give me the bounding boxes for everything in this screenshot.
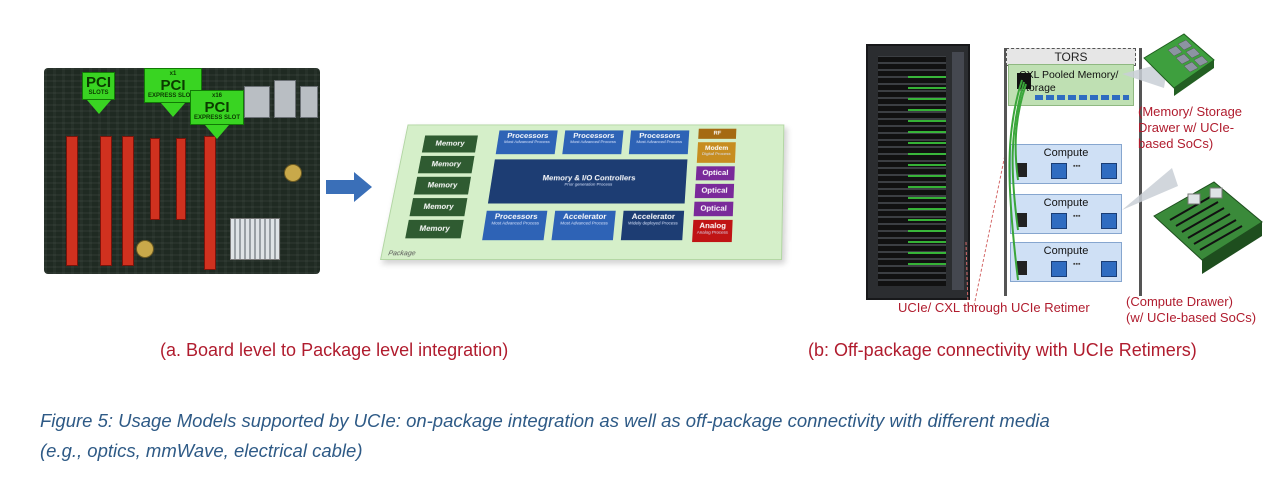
memory-io-controller-block: Memory & I/O Controllers Prior generatio… bbox=[487, 159, 688, 204]
memory-block: Memory bbox=[405, 219, 464, 239]
right-arrow-icon bbox=[326, 172, 372, 202]
pci-slot bbox=[122, 136, 134, 266]
pcie-x1-slot bbox=[150, 138, 160, 220]
processor-block: Processors Most Advanced Process bbox=[495, 130, 558, 155]
memory-block: Memory bbox=[413, 176, 471, 195]
retimer-label: UCIe/ CXL through UCIe Retimer bbox=[898, 300, 1090, 315]
memory-drawer-image bbox=[1143, 33, 1215, 96]
cxl-pooled-memory-drawer: CXL Pooled Memory/ Storage bbox=[1008, 64, 1134, 106]
compute-drawer: Compute ▪▪▪ bbox=[1010, 194, 1122, 234]
capacitor bbox=[284, 164, 302, 182]
optical-block: Optical bbox=[695, 166, 735, 181]
io-port bbox=[244, 86, 270, 118]
optical-block: Optical bbox=[693, 201, 734, 217]
pcie-x16-tag: x16 PCI EXPRESS SLOT bbox=[190, 90, 245, 139]
pcie-x16-slot bbox=[204, 136, 216, 270]
memory-block: Memory bbox=[417, 155, 475, 174]
rf-block: RF bbox=[698, 128, 737, 139]
caption-b: (b: Off-package connectivity with UCIe R… bbox=[808, 340, 1197, 360]
processor-block: Processors Most Advanced Process bbox=[628, 130, 690, 155]
package-diagram: Memory Memory Memory Memory Memory Proce… bbox=[380, 108, 785, 260]
accelerator-block: Accelerator Widely deployed Process bbox=[620, 210, 685, 241]
compute-drawer: Compute ▪▪▪ bbox=[1010, 144, 1122, 184]
memory-block: Memory bbox=[421, 135, 478, 153]
processor-block: Processors Most Advanced Process bbox=[562, 130, 624, 155]
pcie-x1-tag: x1 PCI EXPRESS SLOTS bbox=[144, 68, 203, 117]
server-rack-image bbox=[866, 44, 970, 300]
processor-block: Processors Most Advanced Process bbox=[482, 210, 548, 241]
modem-block: Modem Digital Process bbox=[696, 142, 736, 163]
retimer-leader-lines bbox=[965, 149, 1007, 307]
storage-chips bbox=[1035, 95, 1129, 100]
compute-drawer-label: (Compute Drawer) (w/ UCIe-based SoCs) bbox=[1126, 294, 1257, 325]
system-frame bbox=[1004, 48, 1142, 296]
memory-block: Memory bbox=[409, 198, 468, 217]
motherboard-image: PCI SLOTS x1 PCI EXPRESS SLOTS x16 PCI E… bbox=[44, 68, 320, 274]
package-label: Package bbox=[387, 250, 417, 258]
io-port bbox=[274, 80, 296, 118]
capacitor bbox=[136, 240, 154, 258]
memory-drawer-label: (Memory/ Storage Drawer w/ UCIe- based S… bbox=[1138, 104, 1243, 151]
pci-slot bbox=[66, 136, 78, 266]
compute-drawer-image bbox=[1153, 181, 1263, 274]
io-port bbox=[300, 86, 318, 118]
pci-slot bbox=[100, 136, 112, 266]
figure-caption: Figure 5: Usage Models supported by UCIe… bbox=[40, 410, 1050, 461]
optical-block: Optical bbox=[694, 183, 735, 199]
chipset-heatsink bbox=[230, 218, 280, 260]
accelerator-block: Accelerator Most Advanced Process bbox=[551, 210, 616, 241]
green-links bbox=[1008, 79, 1027, 281]
caption-a: (a. Board level to Package level integra… bbox=[160, 340, 509, 360]
pcie-x1-slot bbox=[176, 138, 186, 220]
pci-slots-tag: PCI SLOTS bbox=[82, 72, 116, 114]
analog-block: Analog Analog Process bbox=[692, 219, 733, 243]
compute-drawer: Compute ▪▪▪ bbox=[1010, 242, 1122, 282]
